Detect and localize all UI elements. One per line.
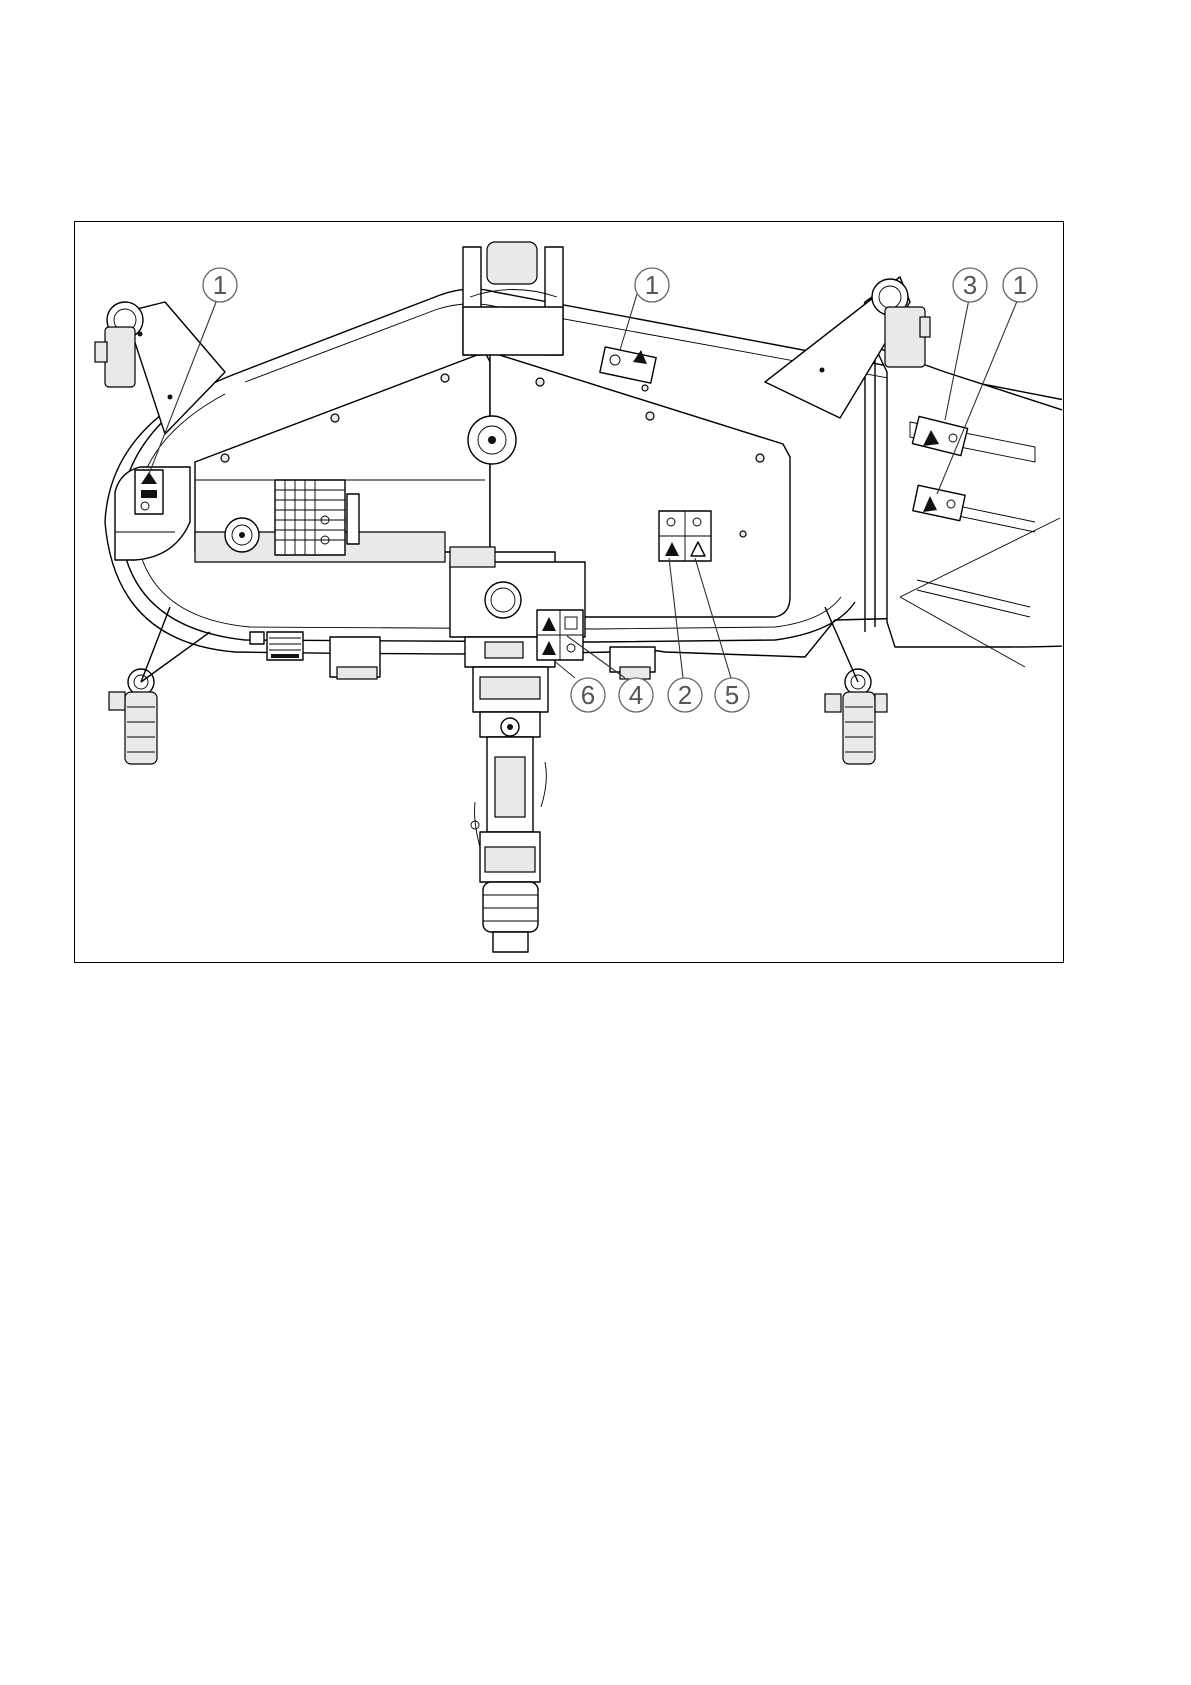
- svg-text:4: 4: [629, 680, 643, 710]
- callout-1-top: 1: [635, 268, 669, 302]
- decal-gearbox: [537, 610, 583, 660]
- svg-text:3: 3: [963, 270, 977, 300]
- svg-text:6: 6: [581, 680, 595, 710]
- center-pulley: [468, 416, 516, 464]
- callout-1-right: 1: [1003, 268, 1037, 302]
- callout-5: 5: [715, 678, 749, 712]
- gearbox-shaft: [485, 582, 521, 618]
- callout-1-left: 1: [203, 268, 237, 302]
- svg-text:1: 1: [1013, 270, 1027, 300]
- callout-3: 3: [953, 268, 987, 302]
- rear-right-caster-wheel: [825, 607, 887, 764]
- left-height-adjuster: [330, 637, 380, 679]
- left-pulley: [225, 518, 259, 552]
- decal-right-panel: [659, 511, 711, 561]
- diagram-frame: 1 1 3 1 6 4 2 5: [74, 221, 1064, 963]
- callout-4: 4: [619, 678, 653, 712]
- svg-text:2: 2: [678, 680, 692, 710]
- svg-text:5: 5: [725, 680, 739, 710]
- decal-left: [135, 470, 163, 514]
- right-height-adjuster: [610, 647, 655, 679]
- gearbox-top: [450, 547, 495, 567]
- callout-2: 2: [668, 678, 702, 712]
- pto-drive-shaft: [465, 637, 555, 952]
- svg-text:1: 1: [213, 270, 227, 300]
- svg-text:1: 1: [645, 270, 659, 300]
- mower-deck-diagram: 1 1 3 1 6 4 2 5: [75, 222, 1062, 961]
- callout-6: 6: [571, 678, 605, 712]
